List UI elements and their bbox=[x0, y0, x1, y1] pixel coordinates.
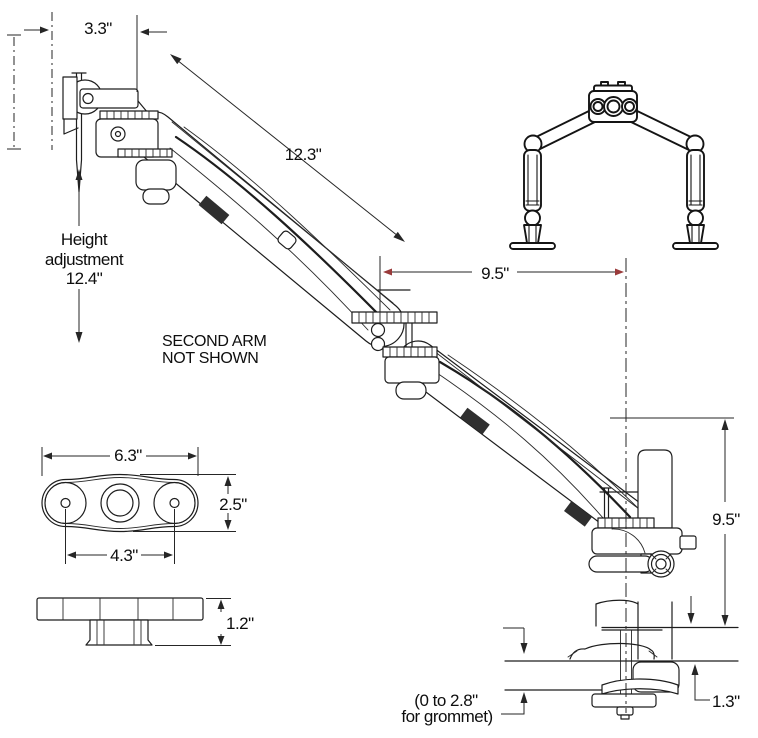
clamp-foot-plate bbox=[591, 693, 657, 708]
monitor-plane-centerline bbox=[7, 34, 21, 150]
second-arm-note-line1: SECOND ARM bbox=[162, 333, 267, 350]
dim-arm-length-label: 12.3" bbox=[285, 145, 322, 164]
arm-grip-pad bbox=[460, 407, 490, 435]
clamp-screw bbox=[616, 706, 634, 716]
grommet-note-line1: (0 to 2.8" bbox=[414, 691, 478, 710]
desk-top-surface bbox=[601, 626, 739, 631]
dim-base-depth: 2.5" bbox=[133, 474, 248, 532]
cable-clip bbox=[277, 230, 297, 250]
mount-hole-left bbox=[60, 497, 71, 509]
elbow-joint bbox=[351, 256, 440, 400]
clamp-arm bbox=[601, 678, 679, 695]
front-base-right bbox=[672, 242, 719, 250]
vesa-plate bbox=[62, 76, 78, 120]
dim-base-width: 6.3" bbox=[41, 446, 199, 476]
grommet-annotation: (0 to 2.8" for grommet) bbox=[401, 627, 528, 726]
dim-top-offset-label: 3.3" bbox=[84, 19, 112, 38]
front-base-left bbox=[509, 242, 556, 250]
rear-clamp-bracket bbox=[569, 642, 655, 660]
dim-horizontal-reach: 9.5" bbox=[383, 264, 624, 283]
dim-base-width-label: 6.3" bbox=[114, 446, 142, 465]
dim-horizontal-reach-label: 9.5" bbox=[481, 264, 509, 283]
head-bracket bbox=[135, 159, 177, 191]
height-adjustment-line2: adjustment bbox=[45, 250, 124, 269]
height-adjustment-line3: 12.4" bbox=[66, 269, 103, 288]
second-arm-note: SECOND ARM NOT SHOWN bbox=[162, 333, 267, 367]
base-plate-top-view bbox=[41, 473, 199, 533]
base-plate-side-view bbox=[36, 597, 204, 646]
release-lever bbox=[588, 555, 654, 573]
dim-base-depth-label: 2.5" bbox=[219, 495, 247, 514]
dim-hole-spacing: 4.3" bbox=[65, 509, 175, 565]
riser-mount bbox=[588, 449, 697, 578]
second-arm-note-line2: NOT SHOWN bbox=[162, 350, 259, 367]
mount-hole-right bbox=[169, 497, 180, 509]
height-adjustment-line1: Height bbox=[61, 230, 108, 249]
dual-arm-front-view bbox=[509, 81, 719, 250]
height-adjustment-annotation: Height adjustment 12.4" bbox=[45, 169, 124, 343]
desk-clamp-assembly bbox=[504, 258, 739, 720]
dim-top-offset: 3.3" bbox=[24, 12, 167, 150]
dim-base-thickness: 1.2" bbox=[155, 598, 255, 646]
mount-body bbox=[591, 527, 683, 555]
dim-hole-spacing-label: 4.3" bbox=[110, 546, 138, 565]
center-boss bbox=[100, 483, 140, 523]
upper-arm bbox=[129, 110, 405, 348]
arm-grip-pad bbox=[564, 501, 592, 527]
grommet-note-line2: for grommet) bbox=[401, 707, 492, 726]
dim-base-thickness-label: 1.2" bbox=[226, 614, 254, 633]
riser-cylinder bbox=[637, 449, 673, 529]
dim-desk-clamp: 1.3" bbox=[687, 596, 741, 711]
dim-arm-length: 12.3" bbox=[170, 54, 405, 242]
monitor-mount-head bbox=[62, 72, 177, 205]
dim-desk-clamp-label: 1.3" bbox=[712, 692, 740, 711]
dim-vertical-rise-label: 9.5" bbox=[712, 510, 740, 529]
dim-vertical-rise: 9.5" bbox=[610, 417, 741, 626]
arm-grip-pad bbox=[198, 195, 230, 225]
